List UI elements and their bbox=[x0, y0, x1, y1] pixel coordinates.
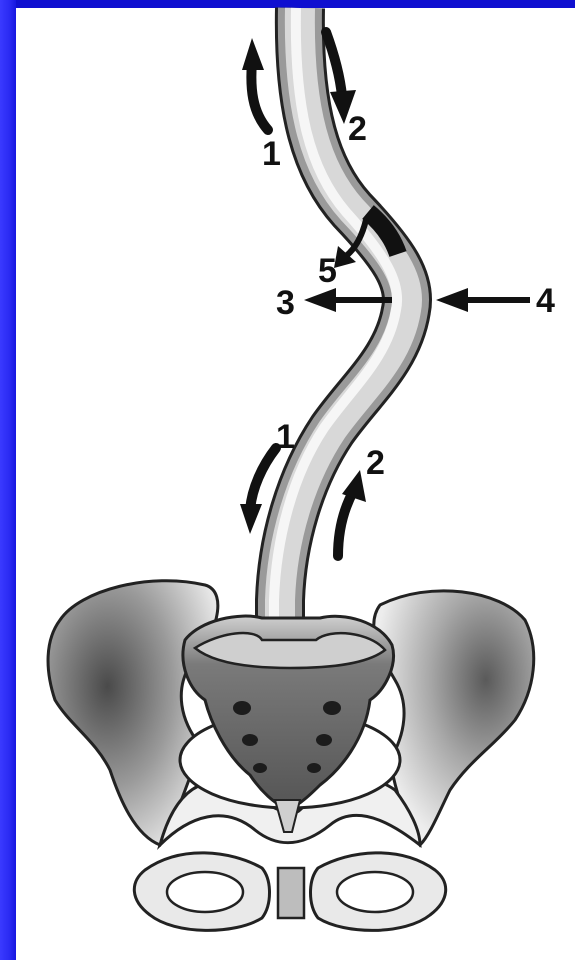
label-1-top: 1 bbox=[262, 135, 281, 173]
lower-right-arrow bbox=[338, 470, 366, 556]
label-4: 4 bbox=[536, 282, 555, 320]
label-3: 3 bbox=[276, 284, 295, 322]
label-2-lower: 2 bbox=[366, 444, 385, 482]
arrow-3 bbox=[304, 288, 392, 312]
top-left-arrow bbox=[242, 38, 268, 130]
label-1-lower: 1 bbox=[276, 418, 295, 456]
label-2-top: 2 bbox=[348, 110, 367, 148]
pelvis bbox=[48, 581, 534, 931]
label-5: 5 bbox=[318, 252, 337, 290]
arrow-4 bbox=[436, 288, 530, 312]
